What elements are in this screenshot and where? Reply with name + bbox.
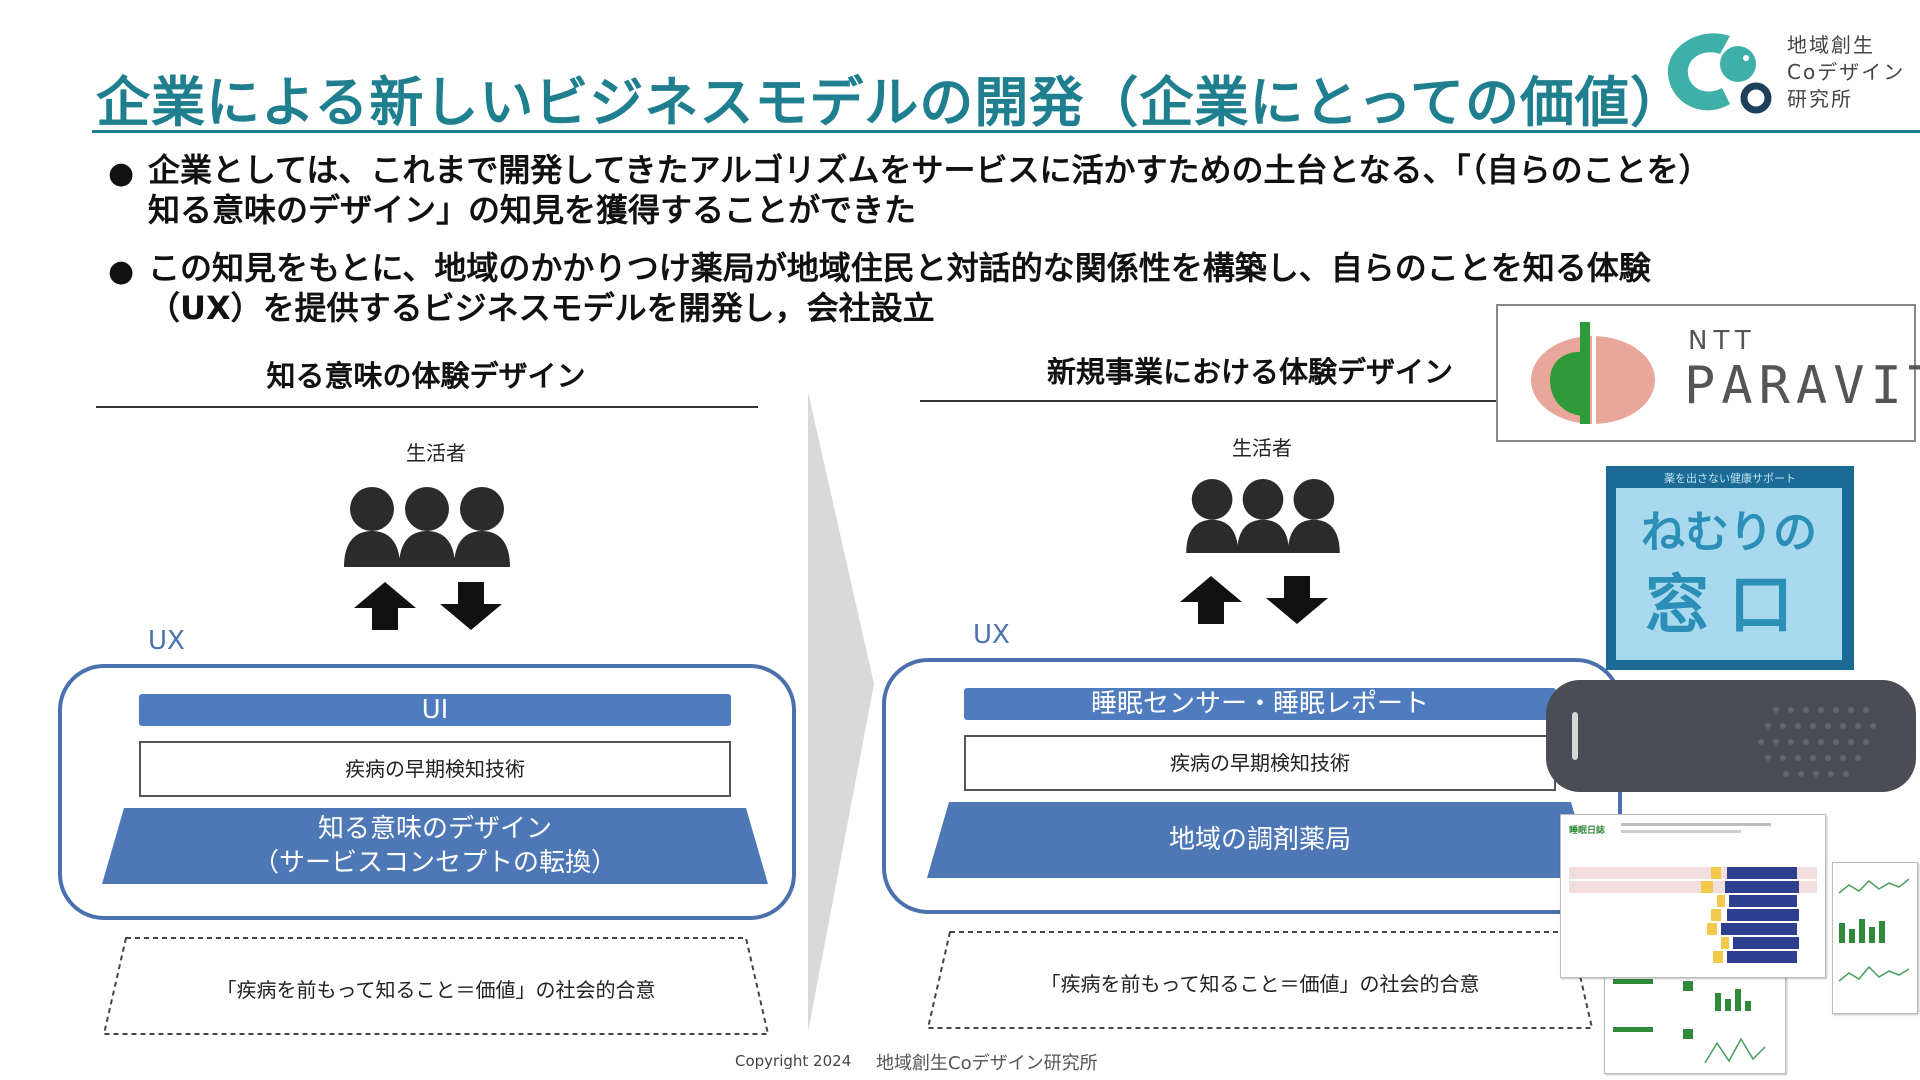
left-ui-bar: UI: [139, 694, 731, 726]
nemuri-tagline: 薬を出さない健康サポート: [1664, 472, 1796, 485]
report-1-content: [1569, 823, 1817, 963]
left-people-label: 生活者: [406, 441, 466, 465]
right-consensus-dashed-box: [926, 931, 1594, 1029]
report-3-content: [1838, 878, 1910, 982]
organization-name: 地域創生 Coデザイン 研究所: [1787, 32, 1905, 113]
right-consensus-label: 「疾病を前もって知ること＝価値」の社会的合意: [1040, 972, 1480, 996]
paravita-ntt-label: NTT: [1688, 326, 1757, 356]
right-down-arrow-icon: [1266, 576, 1328, 624]
paravita-logo-box: NTT PARAVITA: [1496, 304, 1920, 442]
transition-chevron-icon: [808, 392, 874, 1032]
nemuri-no-madoguchi-card: 薬を出さない健康サポート ねむりの 窓口: [1606, 466, 1854, 670]
left-tech-box: 疾病の早期検知技術: [139, 741, 731, 797]
page-title: 企業による新しいビジネスモデルの開発（企業にとっての価値）: [96, 71, 1686, 134]
right-heading-rule: [920, 400, 1502, 402]
logo-line-3: 研究所: [1787, 87, 1853, 111]
bullet-1-line-2: 知る意味のデザイン」の知見を獲得することができた: [148, 191, 917, 229]
right-ui-bar: 睡眠センサー・睡眠レポート: [964, 688, 1556, 720]
logo-line-1: 地域創生: [1787, 33, 1875, 57]
nemuri-kanji: 窓口: [1645, 569, 1813, 643]
right-foundation-label: 地域の調剤薬局: [1168, 825, 1351, 855]
bullet-1-line-1: 企業としては、これまで開発してきたアルゴリズムをサービスに活かすための土台となる…: [148, 151, 1711, 189]
sleep-report-page-1: 睡眠日誌: [1560, 814, 1826, 978]
sleep-sensor-pad-image: [1546, 680, 1916, 792]
report-2-content: [1613, 979, 1766, 1064]
left-foundation-line-2: （サービスコンセプトの転換）: [252, 848, 617, 878]
right-people-label: 生活者: [1232, 436, 1292, 460]
bullet-dot-icon: ●: [108, 156, 135, 191]
title-divider: [92, 130, 1920, 133]
left-consensus-dashed-box: [102, 937, 770, 1035]
footer-copyright: Copyright 2024: [735, 1052, 852, 1070]
nemuri-inner-panel: ねむりの 窓口: [1616, 488, 1842, 660]
logo-line-2: Coデザイン: [1787, 60, 1906, 84]
bullet-item-2: ● この知見をもとに、地域のかかりつけ薬局が地域住民と対話的な関係性を構築し、自…: [108, 248, 1668, 330]
left-up-arrow-icon: [354, 582, 416, 630]
left-heading-rule: [96, 406, 758, 408]
left-foundation-line-1: 知る意味のデザイン: [317, 814, 552, 844]
sleep-report-page-3: [1832, 862, 1918, 1014]
right-ux-label: UX: [973, 620, 1010, 650]
left-down-arrow-icon: [440, 582, 502, 630]
nemuri-title: ねむりの: [1641, 507, 1817, 558]
left-people-group-icon: [344, 487, 510, 567]
co-logo-icon: [1667, 33, 1772, 114]
left-consensus-label: 「疾病を前もって知ること＝価値」の社会的合意: [216, 978, 656, 1002]
right-section-heading: 新規事業における体験デザイン: [1046, 355, 1453, 389]
bullet-item-1: ● 企業としては、これまで開発してきたアルゴリズムをサービスに活かすための土台と…: [108, 150, 1711, 232]
footer-organization: 地域創生Coデザイン研究所: [876, 1053, 1098, 1074]
bullet-2-line-1: この知見をもとに、地域のかかりつけ薬局が地域住民と対話的な関係性を構築し、自らの…: [148, 249, 1651, 287]
right-tech-box: 疾病の早期検知技術: [964, 735, 1556, 791]
bullet-2-line-2: （UX）を提供するビジネスモデルを開発し，会社設立: [148, 289, 935, 327]
left-foundation-trapezoid: [102, 808, 768, 884]
right-foundation-trapezoid: [927, 802, 1593, 878]
left-ux-label: UX: [148, 626, 185, 656]
right-people-group-icon: [1186, 479, 1340, 553]
bullet-dot-icon: ●: [108, 254, 135, 289]
organization-logo: [1660, 22, 1900, 122]
left-foundation-label: 知る意味のデザイン （サービスコンセプトの転換）: [102, 812, 768, 880]
left-section-heading: 知る意味の体験デザイン: [266, 359, 586, 393]
sleep-report-page-2: [1604, 972, 1786, 1074]
paravita-mark-icon: [1531, 320, 1655, 426]
paravita-name-label: PARAVITA: [1684, 356, 1920, 416]
right-up-arrow-icon: [1180, 576, 1242, 624]
report-header: 睡眠日誌: [1569, 826, 1606, 836]
